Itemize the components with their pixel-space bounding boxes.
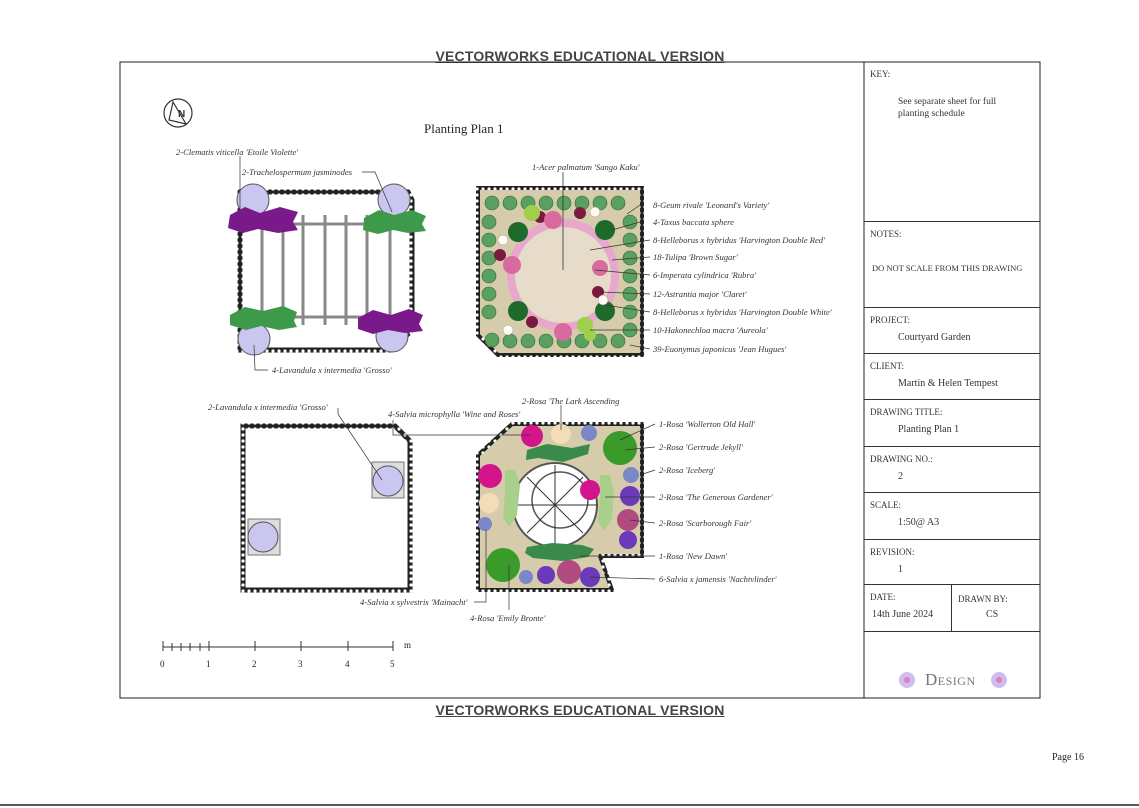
drawing-title-label: DRAWING TITLE: xyxy=(870,407,943,417)
drawing-no-value: 2 xyxy=(898,471,903,482)
project-label: PROJECT: xyxy=(870,315,911,325)
flower-logo-icon xyxy=(899,672,1007,688)
plant-label: 2-Rosa 'Iceberg' xyxy=(659,465,716,475)
date-value: 14th June 2024 xyxy=(872,609,934,620)
title-block-project: PROJECT: Courtyard Garden xyxy=(864,308,1040,354)
plant-label: 39-Euonymus japonicus 'Jean Hugues' xyxy=(653,344,787,354)
title-block-scale: SCALE: 1:50@ A3 xyxy=(864,493,1040,540)
plant-label: 2-Clematis viticella 'Etoile Violette' xyxy=(176,147,299,157)
plant-label: 18-Tulipa 'Brown Sugar' xyxy=(653,252,738,262)
plant-label: 2-Trachelospermum jasminodes xyxy=(242,167,353,177)
title-block-date: DATE: 14th June 2024 xyxy=(864,585,952,632)
key-text: See separate sheet for full planting sch… xyxy=(898,97,997,119)
watermark-top: VECTORWORKS EDUCATIONAL VERSION xyxy=(435,48,725,64)
plant-label: 2-Rosa 'The Lark Ascending xyxy=(522,396,620,406)
revision-label: REVISION: xyxy=(870,547,915,557)
design-logo-text: Design xyxy=(925,670,976,689)
plant-label: 2-Rosa 'Gertrude Jekyll' xyxy=(659,442,743,452)
scale-tick-label: 4 xyxy=(345,659,350,669)
plant-label: 8-Helleborus x hybridus 'Harvington Doub… xyxy=(653,307,832,317)
plant-label: 1-Rosa 'Wollerton Old Hall' xyxy=(659,419,756,429)
drawn-by-value: CS xyxy=(986,609,999,620)
drawing-title-value: Planting Plan 1 xyxy=(898,424,960,435)
plant-label: 1-Acer palmatum 'Sango Kaku' xyxy=(532,162,640,172)
plant-label: 6-Imperata cylindrica 'Rubra' xyxy=(653,270,756,280)
svg-text:N: N xyxy=(178,109,185,120)
revision-value: 1 xyxy=(898,564,903,575)
client-label: CLIENT: xyxy=(870,361,905,371)
plant-label: 8-Geum rivale 'Leonard's Variety' xyxy=(653,200,770,210)
drawing-no-label: DRAWING NO.: xyxy=(870,454,933,464)
plant-label: 4-Rosa 'Emily Bronte' xyxy=(470,613,546,623)
title-block-client: CLIENT: Martin & Helen Tempest xyxy=(864,354,1040,400)
plant-label: 4-Salvia microphylla 'Wine and Roses' xyxy=(388,409,521,419)
plant-label: 6-Salvia x jamensis 'Nachtvlinder' xyxy=(659,574,777,584)
title-block-drawn-by: DRAWN BY: CS xyxy=(952,585,1040,632)
title-block-drawing-no: DRAWING NO.: 2 xyxy=(864,447,1040,493)
scale-tick-label: 2 xyxy=(252,659,257,669)
date-label: DATE: xyxy=(870,592,896,602)
plant-label: 4-Taxus baccata sphere xyxy=(653,217,734,227)
plant-label: 12-Astrantia major 'Claret' xyxy=(653,289,747,299)
plant-label: 4-Salvia x sylvestris 'Mainacht' xyxy=(360,597,468,607)
plant-label: 8-Helleborus x hybridus 'Harvington Doub… xyxy=(653,235,825,245)
drawn-by-label: DRAWN BY: xyxy=(958,594,1008,604)
key-label: KEY: xyxy=(870,69,891,79)
bed-1-planting xyxy=(476,172,644,357)
page-number: Page 16 xyxy=(1052,752,1084,763)
plant-label: 2-Rosa 'Scarborough Fair' xyxy=(659,518,752,528)
notes-label: NOTES: xyxy=(870,229,902,239)
scale-tick-label: 0 xyxy=(160,659,165,669)
plant-label: 1-Rosa 'New Dawn' xyxy=(659,551,728,561)
scale-value: 1:50@ A3 xyxy=(898,517,940,528)
plan-title: Planting Plan 1 xyxy=(424,121,504,136)
watermark-bottom: VECTORWORKS EDUCATIONAL VERSION xyxy=(435,702,725,718)
notes-text: DO NOT SCALE FROM THIS DRAWING xyxy=(872,263,1023,273)
scale-label: SCALE: xyxy=(870,500,902,510)
title-block-key: KEY: See separate sheet for full plantin… xyxy=(864,62,1040,222)
north-arrow-icon: N xyxy=(163,98,193,128)
scale-tick-label: 3 xyxy=(298,659,303,669)
plant-label: 2-Lavandula x intermedia 'Grosso' xyxy=(208,402,328,412)
leader-lines xyxy=(239,156,656,610)
client-value: Martin & Helen Tempest xyxy=(898,378,998,389)
title-block-drawing-title: DRAWING TITLE: Planting Plan 1 xyxy=(864,400,1040,447)
plant-label: 4-Lavandula x intermedia 'Grosso' xyxy=(272,365,392,375)
scale-unit: m xyxy=(404,640,412,650)
bed-3-planting xyxy=(476,422,644,592)
title-block-revision: REVISION: 1 xyxy=(864,540,1040,585)
bed-2-planting xyxy=(240,423,413,593)
scale-tick-label: 5 xyxy=(390,659,395,669)
scale-tick-label: 1 xyxy=(206,659,211,669)
pergola-bed xyxy=(228,183,426,356)
project-value: Courtyard Garden xyxy=(898,332,971,343)
plant-label: 10-Hakonechloa macra 'Aureola' xyxy=(653,325,768,335)
plant-label: 2-Rosa 'The Generous Gardener' xyxy=(659,492,773,502)
title-block-notes: NOTES: DO NOT SCALE FROM THIS DRAWING xyxy=(864,222,1040,308)
sheet-border xyxy=(119,61,1041,699)
scale-bar xyxy=(162,641,394,651)
